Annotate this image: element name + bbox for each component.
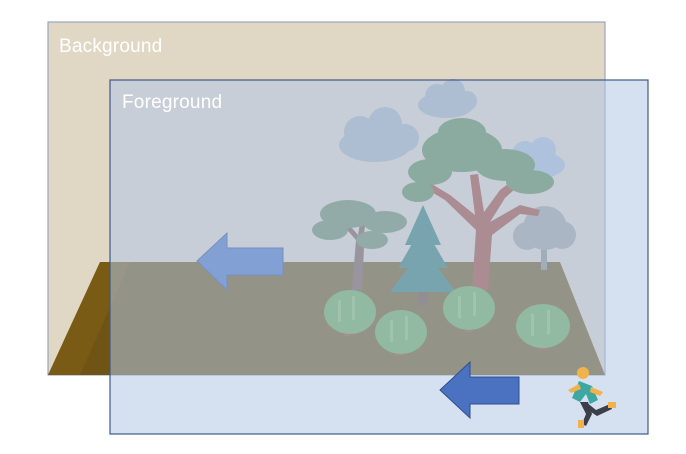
running-person-icon xyxy=(568,367,616,428)
foreground-layer-label: Foreground xyxy=(122,92,223,113)
foreground-arrow-icon xyxy=(439,360,520,420)
background-layer-label: Background xyxy=(59,36,163,57)
foreground-panel xyxy=(109,79,649,435)
